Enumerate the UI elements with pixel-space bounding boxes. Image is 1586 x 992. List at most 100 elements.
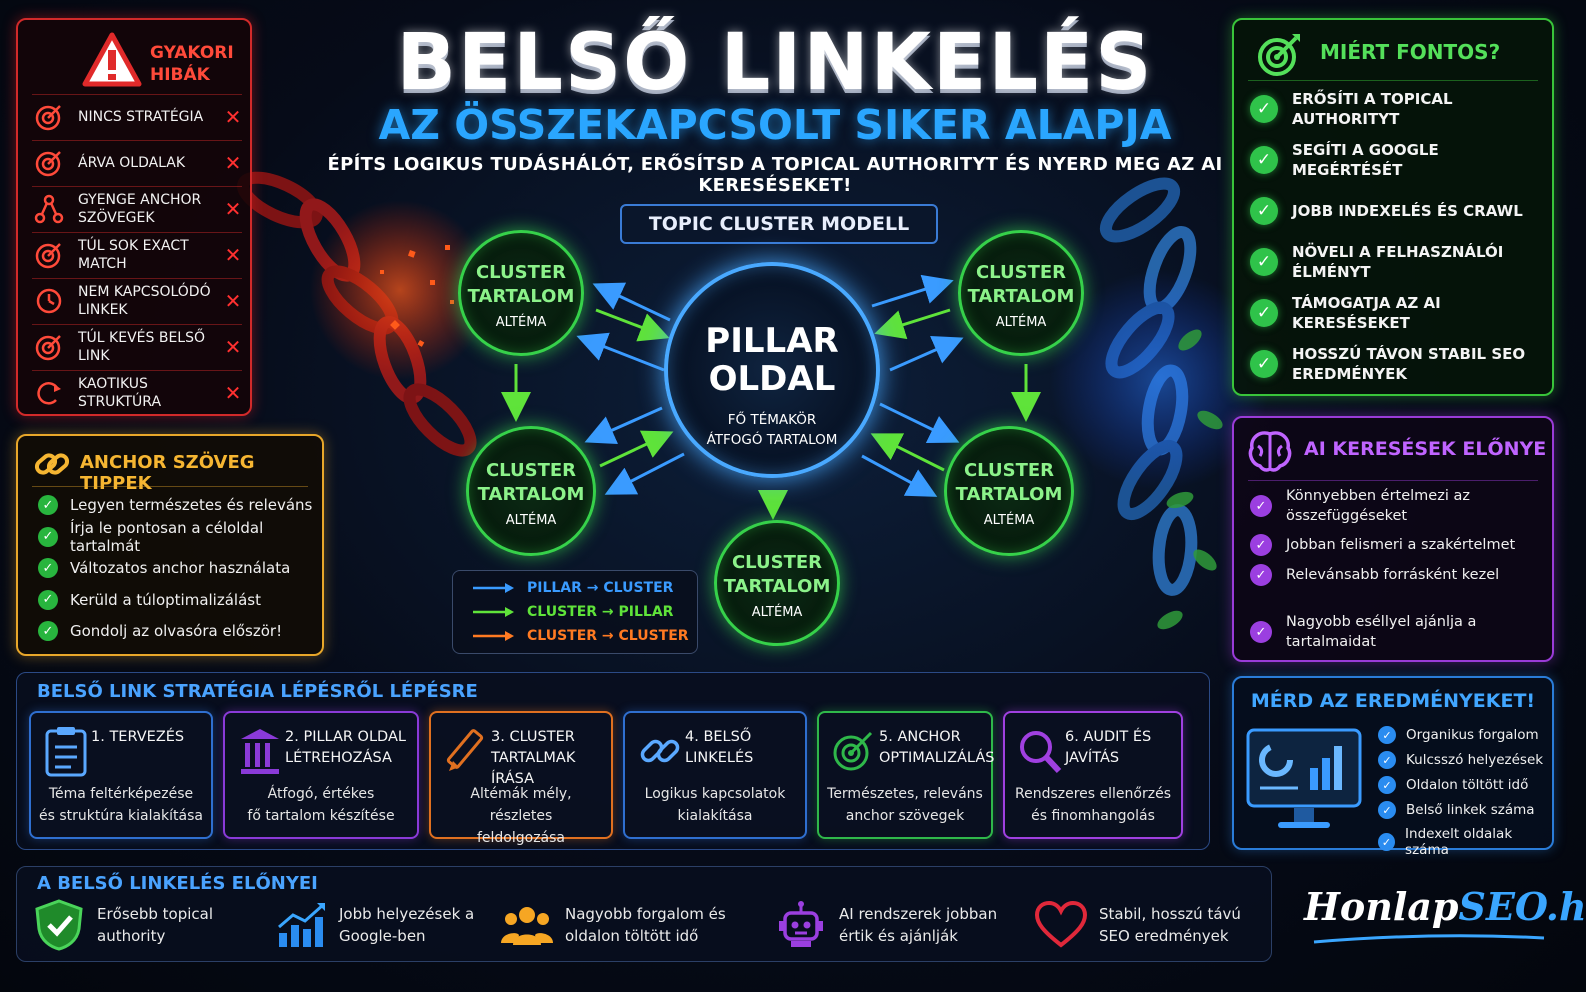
- error-label: ÁRVA OLDALAK: [78, 154, 186, 171]
- arrow-pillar-to-cluster: [604, 452, 685, 495]
- error-label: GYENGE ANCHOR SZÖVEGEK: [78, 191, 202, 226]
- cluster-line1: CLUSTER: [475, 262, 567, 283]
- pillar-title-line2: OLDAL: [708, 359, 836, 399]
- step-desc-line: Átfogó, értékes: [267, 786, 375, 802]
- arrow-right-icon: [473, 583, 514, 593]
- check-icon: ✓: [1250, 350, 1278, 378]
- clock-icon: [32, 284, 66, 318]
- brain-icon: [1248, 431, 1292, 472]
- ai-item-text: Könnyebben értelmezi az összefüggéseket: [1286, 488, 1470, 524]
- pillar-title-line1: PILLAR: [705, 321, 839, 361]
- arrow-cluster-to-pillar: [599, 430, 674, 468]
- check-icon: ✓: [38, 621, 58, 641]
- sparks: [380, 245, 454, 347]
- warning-icon: [82, 32, 142, 87]
- pillar-sub-line1: FŐ TÉMAKÖR: [727, 412, 817, 428]
- anchor-tip-item: ✓ Gondolj az olvasóra először!: [38, 618, 282, 644]
- why-item: ✓ SEGÍTI A GOOGLE MEGÉRTÉSÉT: [1250, 137, 1540, 183]
- legend-label: CLUSTER → PILLAR: [527, 604, 674, 620]
- heart-icon: [1033, 899, 1089, 951]
- check-icon: ✓: [1250, 146, 1278, 174]
- ai-item: ✓Jobban felismeri a szakértelmet: [1250, 534, 1542, 556]
- check-icon: ✓: [1250, 95, 1278, 123]
- anchor-tips-panel: ANCHOR SZÖVEG TIPPEK ✓Legyen természetes…: [16, 434, 324, 656]
- error-item: ÁRVA OLDALAK✕: [32, 140, 242, 184]
- shield-icon: [31, 899, 87, 951]
- divider: [32, 486, 308, 487]
- tagline: ÉPÍTS LOGIKUS TUDÁSHÁLÓT, ERŐSÍTSD A TOP…: [327, 154, 1223, 196]
- error-item: KAOTIKUS STRUKTÚRA✕: [32, 370, 242, 414]
- anchor-tip-text: Legyen természetes és releváns: [70, 496, 313, 514]
- arrow-right-icon: [473, 607, 514, 617]
- pencil-icon: [443, 725, 489, 777]
- cluster-line1: CLUSTER: [731, 552, 823, 573]
- why-item-text: SEGÍTI A GOOGLE MEGÉRTÉSÉT: [1292, 141, 1439, 179]
- arrow-pillar-to-cluster: [879, 402, 960, 443]
- error-label: NINCS STRATÉGIA: [78, 108, 204, 125]
- check-icon: ✓: [1378, 801, 1396, 819]
- error-item: TÚL KEVÉS BELSŐ LINK✕: [32, 324, 242, 368]
- benefits-panel: A BELSŐ LINKELÉS ELŐNYEI Erősebb topical…: [16, 866, 1272, 962]
- measure-panel: MÉRD AZ EREDMÉNYEKET! ✓Organikus forgalo…: [1232, 676, 1554, 858]
- check-icon: ✓: [38, 589, 58, 610]
- step-desc-line: Természetes, releváns: [827, 786, 983, 802]
- logo-part2: SEO.hu: [1458, 884, 1586, 929]
- errors-title-line1: GYAKORI: [150, 43, 234, 63]
- link-icon: [34, 453, 70, 475]
- step-desc-line: anchor szövegek: [845, 808, 965, 824]
- cluster-line1: CLUSTER: [963, 460, 1055, 481]
- error-item: GYENGE ANCHOR SZÖVEGEK✕: [32, 186, 242, 230]
- cluster-sub: ALTÉMA: [995, 315, 1047, 330]
- clipboard-icon: [43, 725, 89, 777]
- topic-cluster-label: TOPIC CLUSTER MODELL: [620, 204, 938, 244]
- step-description: Természetes, releváns anchor szövegek: [825, 783, 985, 827]
- step-desc-line: feldolgozása: [476, 830, 566, 846]
- close-icon: ✕: [224, 288, 242, 313]
- benefit-line: oldalon töltött idő: [565, 927, 699, 945]
- arrow-cluster-to-pillar: [874, 308, 951, 340]
- ai-item: ✓Könnyebben értelmezi az összefüggéseket: [1250, 486, 1542, 526]
- benefit-line: Google-ben: [339, 927, 426, 945]
- step-desc-line: Téma feltérképezése: [48, 786, 194, 802]
- check-icon: ✓: [1378, 726, 1396, 744]
- divider: [1248, 80, 1538, 81]
- arrow-pillar-to-cluster: [861, 454, 938, 497]
- error-label: NEM KAPCSOLÓDÓ LINKEK: [78, 283, 211, 318]
- page-subtitle: AZ ÖSSZEKAPCSOLT SIKER ALAPJA: [378, 101, 1172, 149]
- measure-item: ✓Indexelt oldalak száma: [1378, 826, 1552, 858]
- benefit-line: SEO eredmények: [1099, 927, 1229, 945]
- anchor-tip-text: Kerüld a túloptimalizálást: [70, 590, 261, 609]
- check-icon: ✓: [1250, 197, 1278, 225]
- arrow-cluster-to-pillar: [595, 308, 670, 342]
- check-icon: ✓: [38, 558, 58, 578]
- anchor-tip-text: Gondolj az olvasóra először!: [70, 622, 283, 640]
- anchor-tip-item: ✓ Kerüld a túloptimalizálást: [38, 587, 261, 613]
- logo-swoosh: [1313, 934, 1545, 944]
- divider: [1248, 480, 1538, 481]
- check-icon: ✓: [1378, 776, 1396, 794]
- arrow-pillar-to-cluster: [576, 332, 665, 372]
- common-errors-panel: GYAKORI HIBÁK NINCS STRATÉGIA✕ÁRVA OLDAL…: [16, 18, 252, 416]
- cluster-sub: ALTÉMA: [495, 315, 547, 330]
- benefit-line: Erősebb topical: [97, 905, 214, 923]
- why-item: ✓ERŐSÍTI A TOPICAL AUTHORITYT: [1250, 86, 1540, 132]
- target-icon: [32, 146, 66, 180]
- arrow-pillar-to-cluster: [889, 335, 964, 372]
- why-item-text: HOSSZÚ TÁVON STABIL SEO EREDMÉNYEK: [1292, 345, 1526, 383]
